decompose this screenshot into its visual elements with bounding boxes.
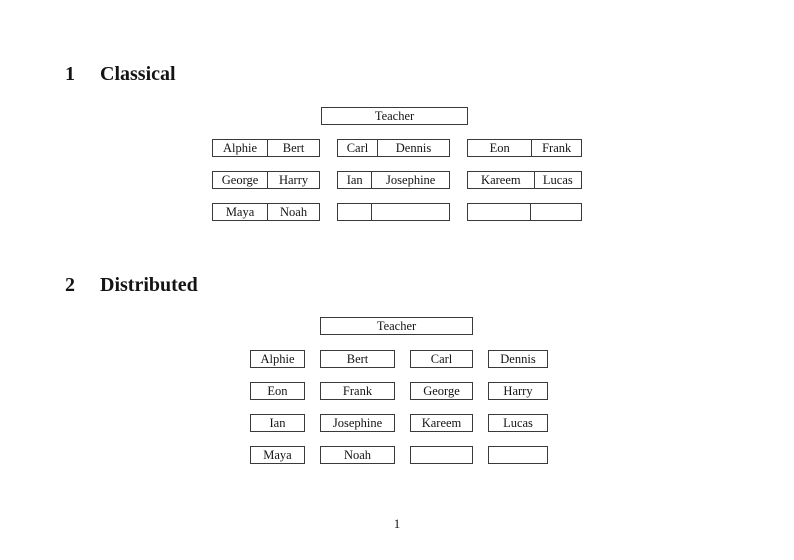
empty-cell bbox=[372, 204, 449, 220]
student-name-cell: Eon bbox=[468, 140, 533, 156]
student-box: Alphie bbox=[250, 350, 305, 368]
student-box: Bert bbox=[320, 350, 395, 368]
student-box: Dennis bbox=[488, 350, 548, 368]
student-box: Harry bbox=[488, 382, 548, 400]
empty-box bbox=[337, 203, 450, 221]
empty-cell bbox=[468, 204, 532, 220]
student-name-cell: Dennis bbox=[395, 141, 432, 155]
student-name-cell: Bert bbox=[282, 141, 305, 155]
student-box: Josephine bbox=[320, 414, 395, 432]
student-box: Kareem Lucas bbox=[467, 171, 582, 189]
student-name-cell: Kareem bbox=[468, 172, 535, 188]
student-name-cell: Harry bbox=[278, 173, 309, 187]
student-box: Noah bbox=[320, 446, 395, 464]
section-title: Distributed bbox=[100, 274, 198, 296]
student-name-cell: Carl bbox=[338, 140, 378, 156]
student-name-cell: Maya bbox=[213, 204, 269, 220]
student-box: Carl Dennis bbox=[337, 139, 450, 157]
section-number: 2 bbox=[65, 274, 75, 296]
section-number: 1 bbox=[65, 63, 75, 85]
student-box: Ian bbox=[250, 414, 305, 432]
student-box: George Harry bbox=[212, 171, 320, 189]
section-heading-classical: 1 Classical bbox=[65, 63, 176, 85]
teacher-box: Teacher bbox=[320, 317, 473, 335]
teacher-box: Teacher bbox=[321, 107, 468, 125]
student-box: Maya Noah bbox=[212, 203, 320, 221]
student-name-cell: Alphie bbox=[213, 140, 269, 156]
student-box: Ian Josephine bbox=[337, 171, 450, 189]
student-box: Kareem bbox=[410, 414, 473, 432]
student-box: Eon Frank bbox=[467, 139, 582, 157]
student-name-cell: Lucas bbox=[542, 173, 573, 187]
student-box: Carl bbox=[410, 350, 473, 368]
empty-cell bbox=[338, 204, 373, 220]
empty-cell bbox=[531, 204, 581, 220]
student-box: Frank bbox=[320, 382, 395, 400]
student-name-cell: Ian bbox=[338, 172, 373, 188]
empty-box bbox=[488, 446, 548, 464]
student-name-cell: Noah bbox=[280, 205, 308, 219]
student-box: Lucas bbox=[488, 414, 548, 432]
section-heading-distributed: 2 Distributed bbox=[65, 274, 198, 296]
student-name-cell: Frank bbox=[542, 141, 572, 155]
student-name-cell: George bbox=[213, 172, 269, 188]
student-box: Eon bbox=[250, 382, 305, 400]
student-box: George bbox=[410, 382, 473, 400]
page-number: 1 bbox=[393, 516, 401, 531]
empty-box bbox=[410, 446, 473, 464]
section-title: Classical bbox=[100, 63, 176, 85]
student-name-cell: Josephine bbox=[386, 173, 436, 187]
empty-box bbox=[467, 203, 582, 221]
student-box: Alphie Bert bbox=[212, 139, 320, 157]
student-box: Maya bbox=[250, 446, 305, 464]
